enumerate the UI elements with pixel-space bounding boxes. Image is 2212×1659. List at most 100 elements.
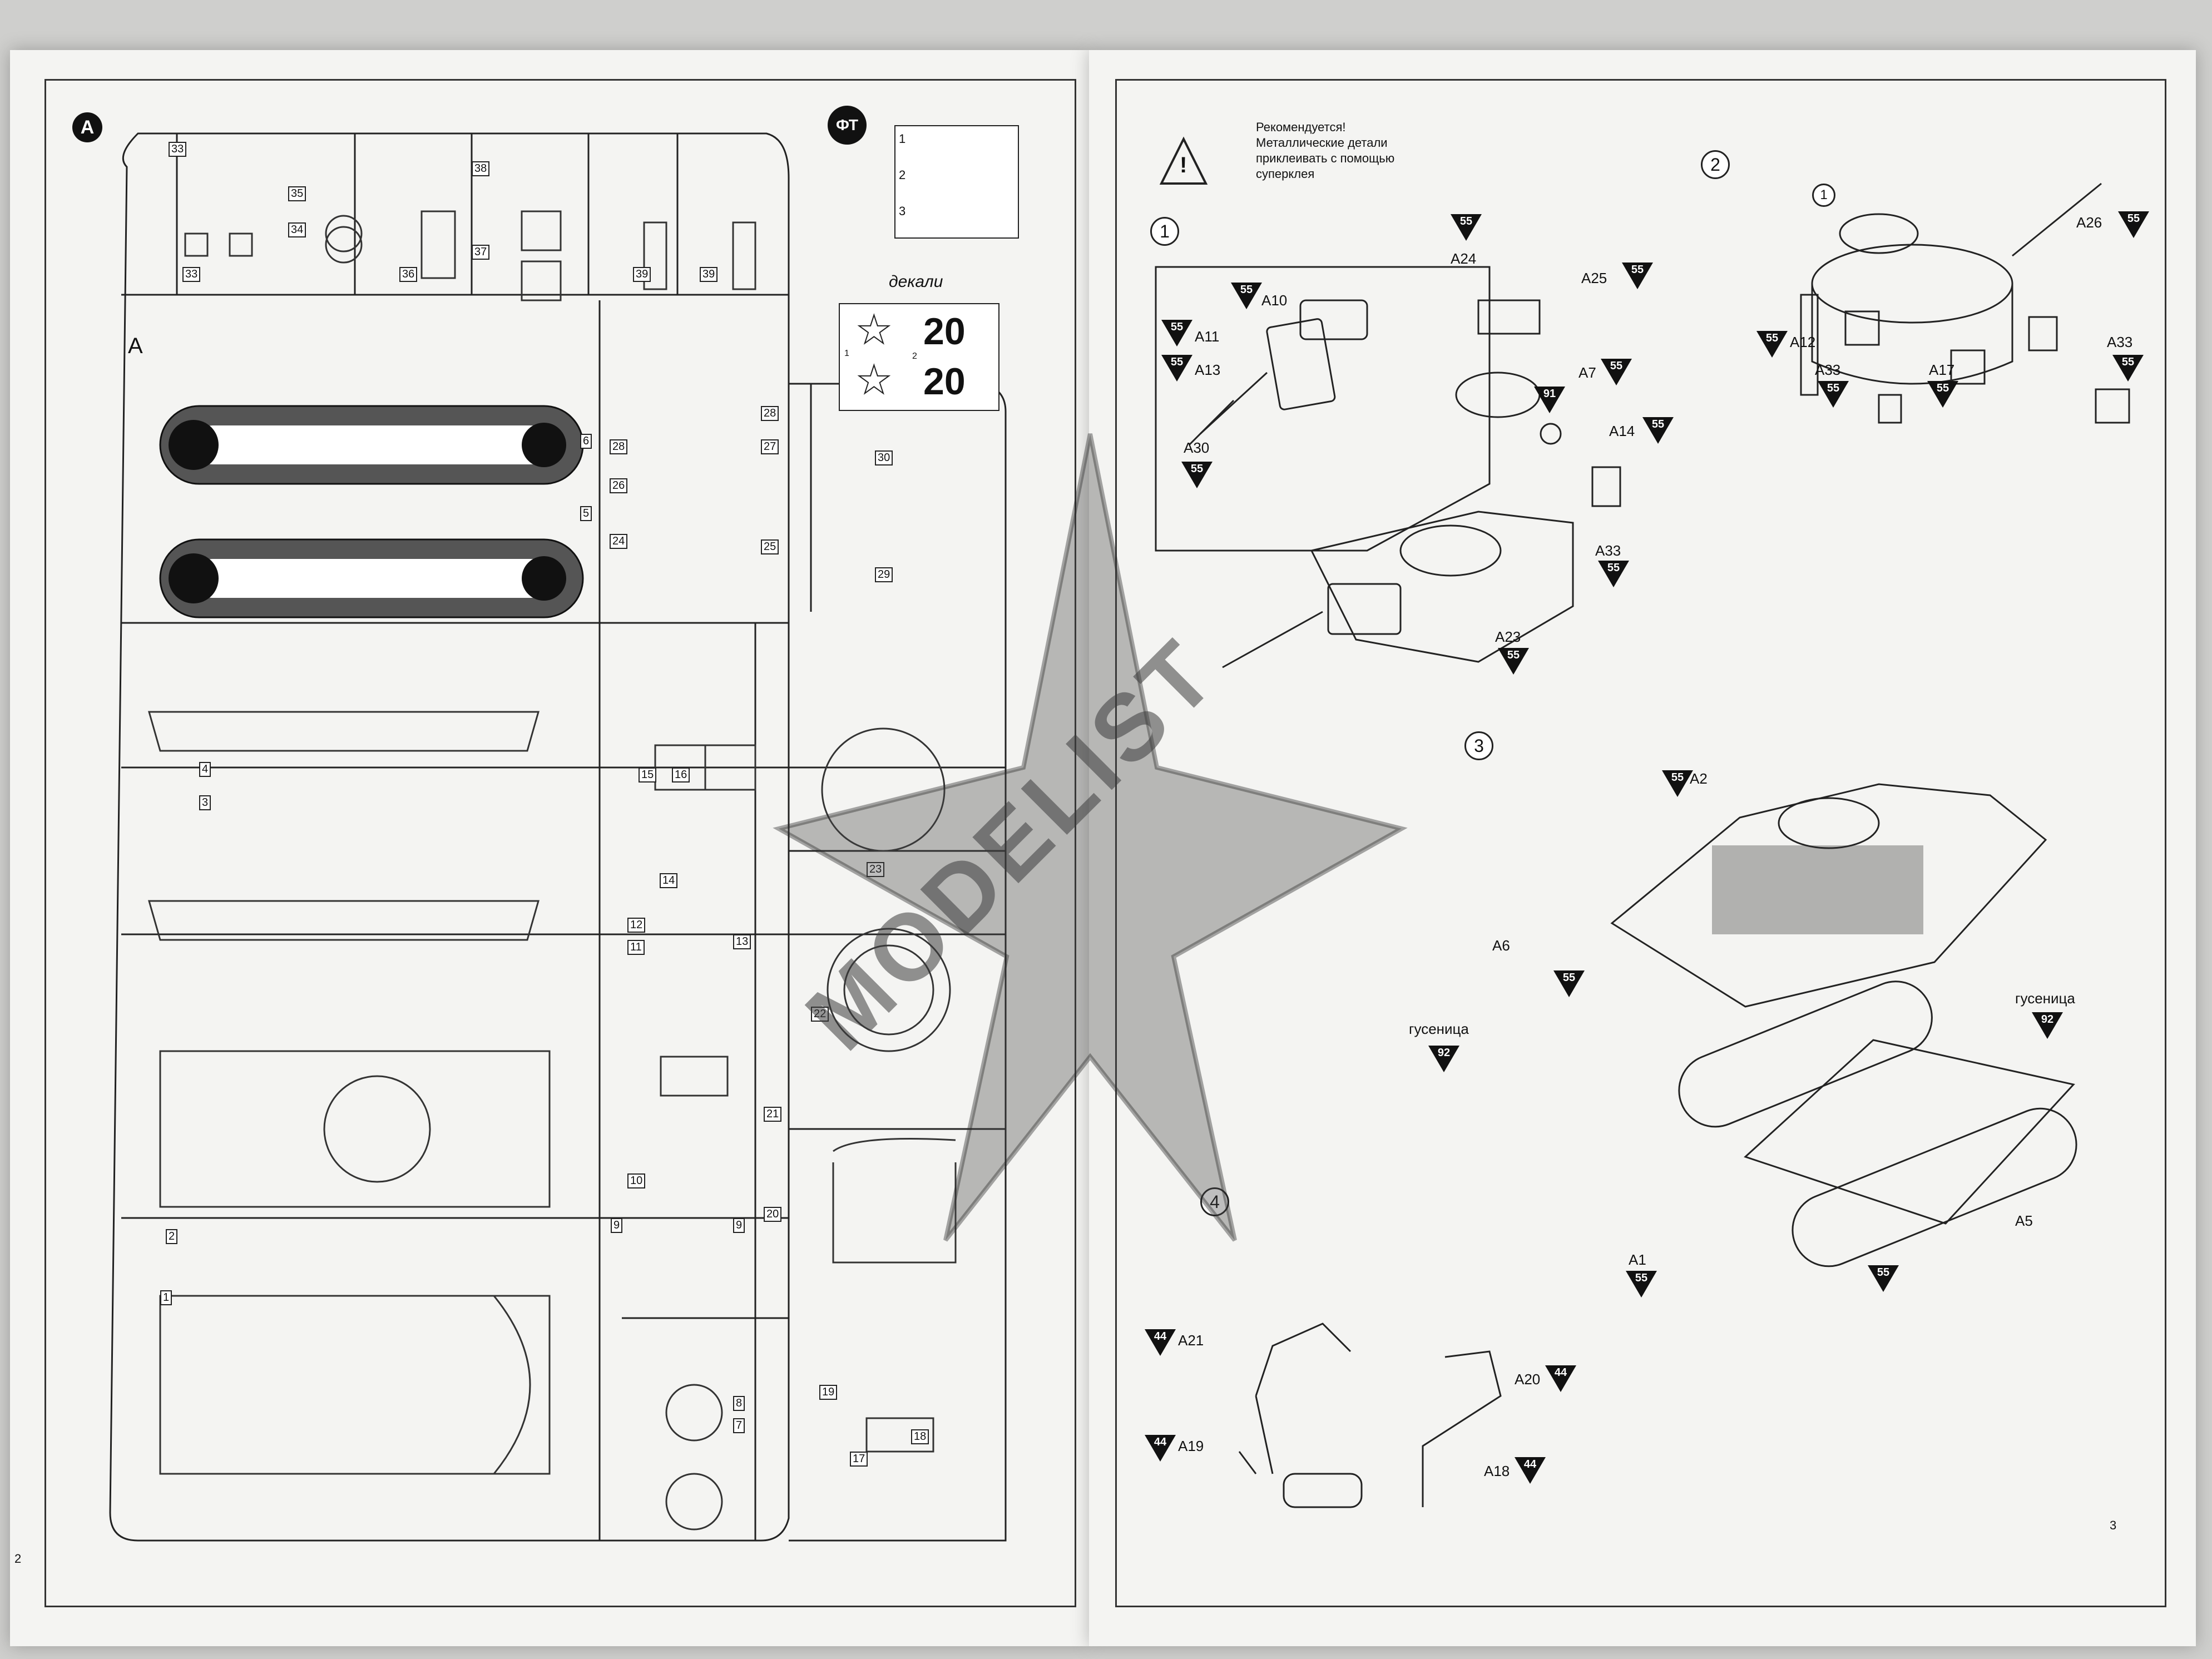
part-number-tag: 33 [182,267,201,282]
decal-number-2: 20 [923,360,966,403]
decal-index-1: 1 [844,349,849,358]
paint-marker-44: 44 [1515,1457,1546,1484]
paint-marker-44: 44 [1145,1435,1176,1462]
part-number-tag: 36 [399,267,418,282]
part-number-tag: 25 [761,539,779,554]
part-number-tag: 9 [733,1218,745,1233]
paint-marker-92: 92 [2032,1012,2063,1039]
part-label-track-right: гусеница [2015,990,2075,1007]
part-label-a24: A24 [1451,250,1477,267]
paint-marker-55: 55 [1626,1271,1657,1298]
part-label-a13: A13 [1195,361,1221,378]
sprue-a-drawing [109,132,1007,1542]
part-label-a26: A26 [2076,214,2102,231]
left-instruction-page: A ФТ 1 2 3 декали ★ 1 20 ★ 2 20 A 33 35 … [10,50,1089,1646]
part-number-tag: 35 [288,186,306,201]
step-2-number: 2 [1701,150,1730,179]
part-label-a10: A10 [1261,292,1288,309]
part-number-tag: 22 [811,1007,829,1022]
part-label-a33: A33 [2107,334,2133,350]
part-number-tag: 24 [610,534,628,549]
part-number-tag: 39 [700,267,718,282]
part-number-tag: 5 [580,506,592,521]
part-number-tag: 6 [580,434,592,449]
decal-star-icon: ★ [856,308,892,352]
part-number-tag: 19 [819,1385,838,1400]
part-number-tag: 33 [169,142,187,157]
paint-marker-55: 55 [1181,462,1213,488]
photo-etch-ref-badge: 1 [1812,184,1835,207]
paint-marker-44: 44 [1145,1329,1176,1356]
part-number-tag: 23 [867,862,885,877]
photo-etch-item-1: 1 [899,132,906,146]
part-label-a21: A21 [1178,1332,1204,1349]
part-label-a20: A20 [1515,1371,1541,1388]
part-number-tag: 38 [472,161,490,176]
paint-marker-55: 55 [1498,648,1529,675]
part-number-tag: 4 [199,762,211,777]
warning-line-1: Рекомендуется! [1256,120,1346,134]
part-number-tag: 1 [160,1290,172,1305]
part-label-a25: A25 [1581,270,1607,286]
part-label-a1: A1 [1629,1251,1646,1268]
part-number-tag: 37 [472,245,490,260]
part-number-tag: 7 [733,1418,745,1433]
part-label-a5: A5 [2015,1212,2033,1229]
part-label-a33: A33 [1595,542,1621,559]
part-label-a2: A2 [1690,770,1708,787]
paint-marker-55: 55 [1601,359,1632,385]
part-label-a18: A18 [1484,1463,1510,1479]
paint-marker-55: 55 [1818,381,1849,408]
assembly-drawings [1155,136,2130,1508]
part-number-tag: 28 [761,406,779,421]
photo-etch-badge: ФТ [828,106,867,145]
part-number-tag: 10 [627,1173,646,1188]
part-number-tag: 20 [764,1207,782,1222]
paint-marker-55: 55 [1451,214,1482,241]
part-number-tag: 17 [850,1452,868,1467]
part-number-tag: 13 [733,934,751,949]
paint-marker-55: 55 [2112,355,2144,382]
paint-marker-55: 55 [1927,381,1958,408]
left-page-frame [44,79,1076,1607]
part-label-a7: A7 [1578,364,1596,381]
sprue-letter-badge: A [72,112,102,142]
part-number-tag: 21 [764,1107,782,1122]
warning-line-3: приклеивать с помощью [1256,151,1395,165]
paint-marker-55: 55 [1662,770,1693,797]
paint-marker-55: 55 [1231,283,1262,309]
part-number-tag: 8 [733,1396,745,1411]
part-number-tag: 9 [611,1218,623,1233]
paint-marker-55: 55 [1756,331,1788,358]
part-number-tag: 27 [761,439,779,454]
paint-marker-55: 55 [1642,417,1674,444]
paint-marker-55: 55 [1553,970,1585,997]
paint-marker-55: 55 [1868,1265,1899,1292]
part-number-tag: 12 [627,918,646,933]
paint-marker-92: 92 [1428,1046,1459,1072]
part-number-tag: 15 [639,767,657,783]
part-number-tag: 34 [288,222,306,237]
part-label-track-left: гусеница [1409,1021,1469,1037]
step-1-number: 1 [1150,217,1179,246]
part-number-tag: 18 [911,1429,929,1444]
part-number-tag: 2 [166,1229,178,1244]
part-label-a17: A17 [1929,361,1955,378]
part-number-tag: 29 [875,567,893,582]
decal-sheet: ★ 1 20 ★ 2 20 [839,303,999,411]
part-label-a30: A30 [1184,439,1210,456]
part-number-tag: 3 [199,795,211,810]
paint-marker-91: 91 [1534,387,1565,413]
part-number-tag: 30 [875,450,893,465]
part-label-a14: A14 [1609,423,1635,439]
part-label-a11: A11 [1195,328,1220,345]
decal-index-2: 2 [912,351,917,361]
warning-line-4: суперклея [1256,167,1315,181]
decals-title: декали [889,273,943,291]
photo-etch-item-3: 3 [899,204,906,218]
part-label-a23: A23 [1495,628,1521,645]
right-page-frame [1115,79,2166,1607]
paint-marker-55: 55 [1622,263,1653,289]
part-number-tag: 16 [672,767,690,783]
decal-star-icon: ★ [856,358,892,402]
